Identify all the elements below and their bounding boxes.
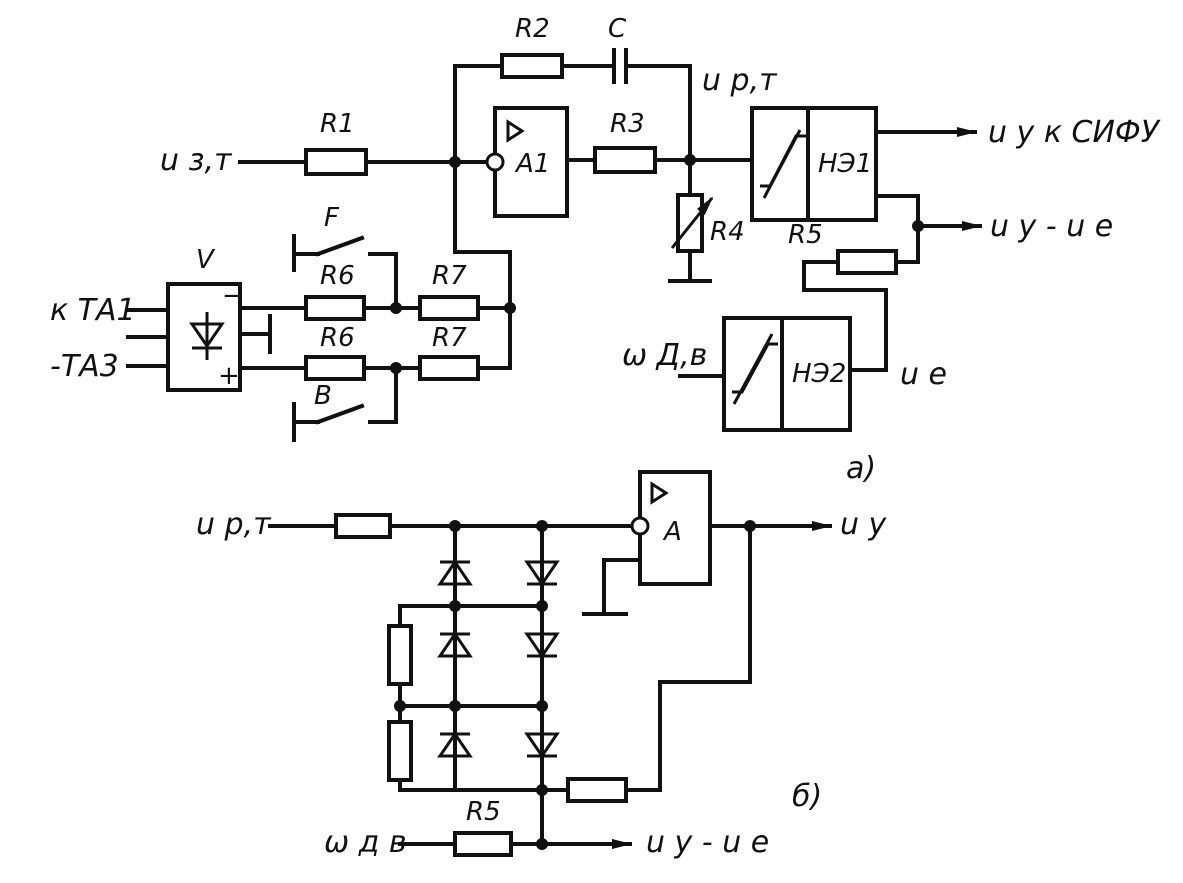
label-a1: A1 bbox=[514, 149, 550, 179]
label-v: V bbox=[196, 245, 216, 275]
junction bbox=[536, 784, 548, 796]
panel-a-label: а) bbox=[846, 451, 876, 486]
diode-icon bbox=[524, 732, 560, 759]
signal-u-y-sifu: u у к СИФУ bbox=[988, 115, 1161, 150]
label-r3: R3 bbox=[610, 109, 645, 139]
signal-u-rt-b: u р,т bbox=[196, 507, 272, 542]
label-r7-bottom: R7 bbox=[432, 323, 467, 353]
resistor-r3 bbox=[593, 146, 657, 174]
signal-u-y-b: u у bbox=[840, 507, 888, 542]
resistor-r7-top bbox=[418, 295, 480, 321]
junction bbox=[536, 600, 548, 612]
label-f: F bbox=[324, 203, 340, 233]
switch-f bbox=[315, 235, 365, 257]
label-r1: R1 bbox=[320, 109, 355, 139]
label-r4: R4 bbox=[710, 217, 745, 247]
resistor-side-bottom bbox=[387, 720, 413, 782]
resistor-r6-top bbox=[304, 295, 366, 321]
junction bbox=[504, 302, 516, 314]
resistor-r5-b bbox=[453, 831, 513, 857]
panel-a: u з,т R1 R2 C u р,т A1 R3 bbox=[50, 14, 1161, 486]
resistor-r1 bbox=[304, 148, 368, 176]
diode-icon bbox=[524, 560, 560, 587]
signal-kta1: к ТА1 bbox=[50, 293, 136, 328]
label-ne2: НЭ2 bbox=[792, 359, 846, 389]
nonlinear-element-ne2 bbox=[722, 316, 852, 432]
diode-icon bbox=[437, 559, 473, 586]
signal-u-y-minus-u-e: u у - u е bbox=[990, 209, 1113, 244]
junction bbox=[536, 700, 548, 712]
nonlinear-element-ne1 bbox=[750, 106, 878, 222]
label-plus: + bbox=[218, 361, 240, 391]
label-r5-b: R5 bbox=[466, 797, 501, 827]
label-r6-bottom: R6 bbox=[320, 323, 355, 353]
junction bbox=[449, 600, 461, 612]
label-c: C bbox=[608, 14, 627, 44]
signal-u-zt: u з,т bbox=[160, 143, 233, 178]
resistor-r7-bottom bbox=[418, 355, 480, 381]
amplifier-triangle-icon bbox=[506, 119, 525, 143]
signal-u-e: u е bbox=[900, 357, 947, 392]
rectifier-bridge-v bbox=[166, 282, 242, 392]
resistor-r4-variable bbox=[676, 193, 704, 253]
diode-icon bbox=[437, 631, 473, 658]
signal-u-y-minus-u-e-b: u у - u е bbox=[646, 825, 769, 860]
resistor-r2 bbox=[500, 53, 564, 79]
diode-icon bbox=[524, 632, 560, 659]
signal-ta3: -ТА3 bbox=[50, 349, 119, 384]
label-r2: R2 bbox=[515, 14, 550, 44]
signal-u-rt: u р,т bbox=[702, 63, 778, 98]
amplifier-triangle-icon bbox=[650, 481, 669, 505]
inverting-input bbox=[630, 516, 650, 536]
resistor-input-b bbox=[334, 513, 392, 539]
resistor-side-top bbox=[387, 624, 413, 686]
resistor-r5 bbox=[836, 249, 898, 275]
label-r5: R5 bbox=[788, 220, 823, 250]
resistor-feedback-b bbox=[566, 777, 628, 803]
diode-icon bbox=[437, 731, 473, 758]
label-r7-top: R7 bbox=[432, 261, 467, 291]
signal-omega-dv: ω Д,в bbox=[622, 338, 707, 373]
inverting-input bbox=[485, 152, 505, 172]
junction bbox=[536, 838, 548, 850]
label-b: B bbox=[314, 381, 332, 411]
junction bbox=[449, 700, 461, 712]
label-ne1: НЭ1 bbox=[818, 149, 872, 179]
resistor-r6-bottom bbox=[304, 355, 366, 381]
panel-b-label: б) bbox=[792, 779, 822, 814]
switch-b bbox=[315, 403, 365, 425]
label-minus: − bbox=[222, 281, 244, 311]
signal-omega-dv-b: ω д в bbox=[324, 825, 407, 860]
label-a: A bbox=[662, 517, 682, 547]
panel-b: u р,т A u у bbox=[196, 470, 888, 860]
label-r6-top: R6 bbox=[320, 261, 355, 291]
